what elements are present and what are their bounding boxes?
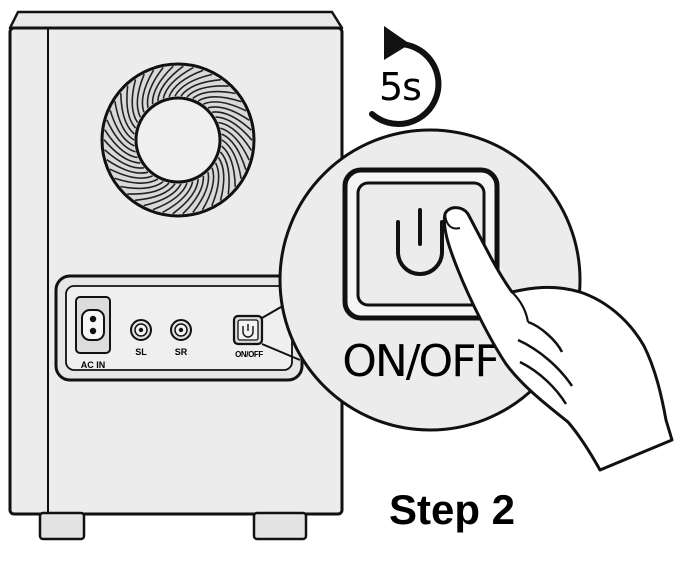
power-label-small: ON/OFF	[235, 350, 263, 359]
grille-rib	[103, 139, 141, 164]
hand-icon	[442, 206, 674, 472]
grille-rib	[221, 145, 236, 187]
hold-timer: 5s	[369, 26, 442, 127]
grille-rib	[192, 90, 236, 100]
grille-rib	[207, 106, 250, 121]
subwoofer-top-edge	[8, 10, 344, 30]
grille-rib	[106, 159, 149, 174]
grille-rib	[114, 177, 159, 184]
grille-rib	[126, 85, 137, 129]
grille-rib	[120, 93, 135, 135]
sl-jack	[130, 319, 152, 341]
grille-rib	[146, 67, 164, 108]
grille-rib	[120, 180, 164, 190]
power-icon-large	[396, 220, 444, 276]
grille-rib	[172, 179, 199, 215]
grille-rib	[151, 65, 174, 105]
bass-port-center	[134, 96, 222, 184]
bass-port-grille	[100, 62, 256, 218]
grille-rib	[162, 66, 194, 99]
sl-label: SL	[135, 347, 147, 357]
grille-rib	[143, 183, 182, 207]
grille-rib	[218, 121, 252, 151]
counterclockwise-arrow-icon	[384, 26, 410, 60]
timer-label: 5s	[379, 65, 421, 109]
grille-rib	[211, 111, 252, 131]
grille-rib	[104, 129, 138, 159]
grille-rib	[104, 149, 145, 169]
power-label-large: ON/OFF	[342, 336, 498, 387]
grille-rib	[219, 151, 230, 195]
grille-rib	[174, 73, 213, 97]
subwoofer: AC IN SL SR ON/OFF	[8, 10, 344, 541]
grille-rib	[131, 79, 139, 123]
ac-in-label: AC IN	[81, 360, 106, 370]
grille-rib	[197, 96, 242, 103]
grille-rib	[127, 182, 170, 195]
grille-rib	[157, 65, 184, 101]
grille-rib	[141, 69, 155, 113]
grille-rib	[221, 133, 247, 170]
grille-rib	[109, 168, 153, 179]
grille-rib	[182, 175, 205, 215]
grille-rib	[203, 101, 247, 112]
connector-panel: AC IN SL SR ON/OFF	[54, 274, 304, 382]
grille-rib	[201, 167, 215, 211]
timer-arc	[369, 40, 442, 127]
grille-rib	[152, 182, 188, 211]
callout-leader-bottom	[261, 343, 301, 361]
grille-rib	[106, 119, 136, 153]
grille-rib	[217, 157, 225, 201]
foot-right	[252, 511, 308, 541]
grille-rib	[215, 116, 253, 141]
grille-rib	[168, 69, 204, 98]
ac-inlet	[75, 296, 111, 354]
power-icon	[242, 326, 254, 338]
grille-rib	[220, 127, 250, 161]
grille-rib	[162, 181, 194, 214]
power-button[interactable]	[232, 314, 264, 346]
grille-rib	[109, 110, 135, 147]
grille-rib	[114, 101, 135, 141]
grille-rib	[135, 183, 176, 202]
grille-rib	[211, 162, 220, 207]
grille-rib	[192, 172, 210, 213]
grille-rib	[136, 73, 145, 118]
grille-rib	[186, 85, 229, 98]
grille-rib	[221, 139, 242, 179]
foot-left	[38, 511, 86, 541]
sr-label: SR	[175, 347, 188, 357]
grille-rib	[180, 78, 221, 97]
sr-jack	[170, 319, 192, 341]
step-label: Step 2	[389, 486, 515, 533]
